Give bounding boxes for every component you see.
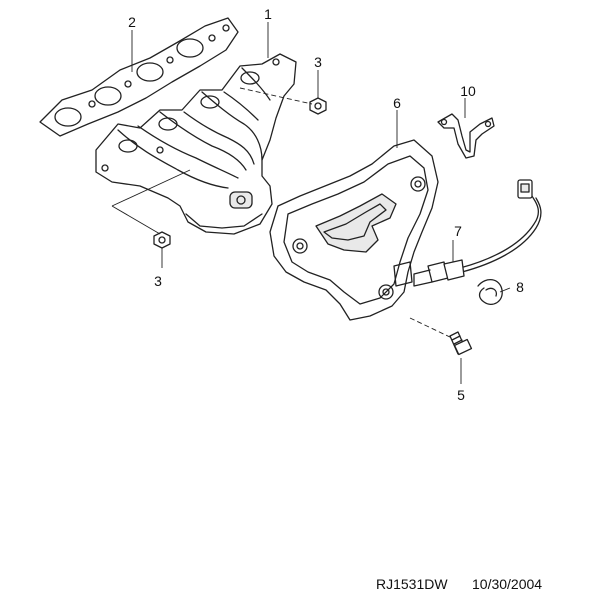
exhaust-manifold-gasket — [39, 17, 239, 137]
callout-label-6: 6 — [393, 95, 401, 111]
callout-label-10: 10 — [460, 83, 476, 99]
callout-label-5: 5 — [457, 387, 465, 403]
nut-lower — [153, 231, 171, 249]
oxygen-sensor — [413, 179, 542, 287]
bracket — [437, 113, 495, 159]
callout-1-label-2: 2 — [128, 14, 136, 30]
exhaust-manifold — [95, 53, 297, 235]
nut-upper — [309, 97, 327, 115]
callout-label-7: 7 — [454, 223, 462, 239]
callout-label-3-lower: 3 — [154, 273, 162, 289]
leader-lines — [111, 22, 511, 384]
harness-clip — [477, 279, 503, 305]
callout-labels: 2 1 3 3 5 6 7 8 10 — [128, 6, 524, 403]
callout-label-1: 1 — [264, 6, 272, 22]
drawing-code: RJ1531DW — [376, 576, 448, 592]
stud-bolt — [449, 331, 473, 356]
callout-label-3-upper: 3 — [314, 54, 322, 70]
callout-label-8: 8 — [516, 279, 524, 295]
drawing-date: 10/30/2004 — [472, 576, 543, 592]
exhaust-manifold-heat-shield — [269, 139, 439, 321]
